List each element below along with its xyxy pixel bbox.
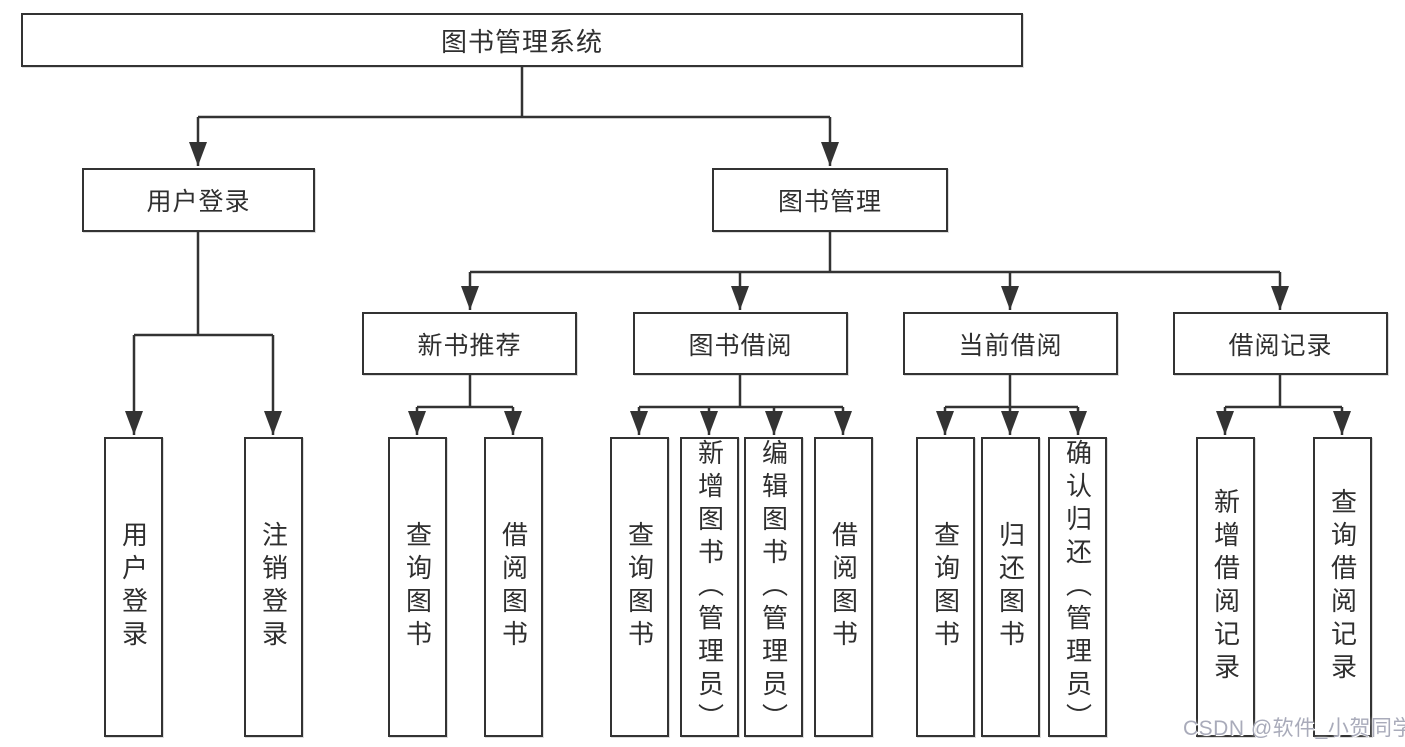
node-label: 注销登录 xyxy=(258,521,289,653)
leaf-confirm-return-admin: 确认归还（管理员） xyxy=(1048,437,1107,737)
leaf-query-books-recommend: 查询图书 xyxy=(388,437,447,737)
leaf-user-login: 用户登录 xyxy=(104,437,163,737)
node-label: 图书管理系统 xyxy=(440,26,603,57)
node-label: 查询图书 xyxy=(624,521,655,653)
node-book-management: 图书管理 xyxy=(712,168,948,232)
node-label: 新书推荐 xyxy=(417,331,522,360)
node-label: 查询借阅记录 xyxy=(1327,488,1358,686)
node-label: 查询图书 xyxy=(402,521,433,653)
csdn-watermark: CSDN @软件_小贺同学 xyxy=(1183,717,1405,740)
node-label: 确认归还（管理员） xyxy=(1062,438,1093,736)
leaf-edit-book-admin: 编辑图书（管理员） xyxy=(744,437,803,737)
leaf-logout: 注销登录 xyxy=(244,437,303,737)
leaf-query-books-borrowing: 查询图书 xyxy=(610,437,669,737)
node-label: 用户登录 xyxy=(146,188,251,216)
node-label: 归还图书 xyxy=(995,521,1026,653)
node-label: 新增图书（管理员） xyxy=(694,438,725,736)
leaf-add-book-admin: 新增图书（管理员） xyxy=(680,437,739,737)
node-book-borrowing: 图书借阅 xyxy=(633,312,848,375)
leaf-borrow-books-recommend: 借阅图书 xyxy=(484,437,543,737)
leaf-borrow-books-borrowing: 借阅图书 xyxy=(814,437,873,737)
node-root-system: 图书管理系统 xyxy=(21,13,1023,67)
node-label: 图书借阅 xyxy=(688,331,793,360)
node-label: 查询图书 xyxy=(930,521,961,653)
leaf-query-books-current: 查询图书 xyxy=(916,437,975,737)
node-label: 编辑图书（管理员） xyxy=(758,438,789,736)
node-label: 借阅图书 xyxy=(828,521,859,653)
node-label: 用户登录 xyxy=(118,521,149,653)
node-label: 借阅图书 xyxy=(498,521,529,653)
leaf-add-borrow-record: 新增借阅记录 xyxy=(1196,437,1255,737)
node-borrow-records: 借阅记录 xyxy=(1173,312,1388,375)
leaf-query-borrow-record: 查询借阅记录 xyxy=(1313,437,1372,737)
node-label: 新增借阅记录 xyxy=(1210,488,1241,686)
node-label: 图书管理 xyxy=(777,188,882,216)
node-label: 借阅记录 xyxy=(1228,331,1333,360)
node-new-book-recommend: 新书推荐 xyxy=(362,312,577,375)
node-label: 当前借阅 xyxy=(958,331,1063,360)
node-user-login: 用户登录 xyxy=(82,168,315,232)
leaf-return-books: 归还图书 xyxy=(981,437,1040,737)
node-current-borrowing: 当前借阅 xyxy=(903,312,1118,375)
